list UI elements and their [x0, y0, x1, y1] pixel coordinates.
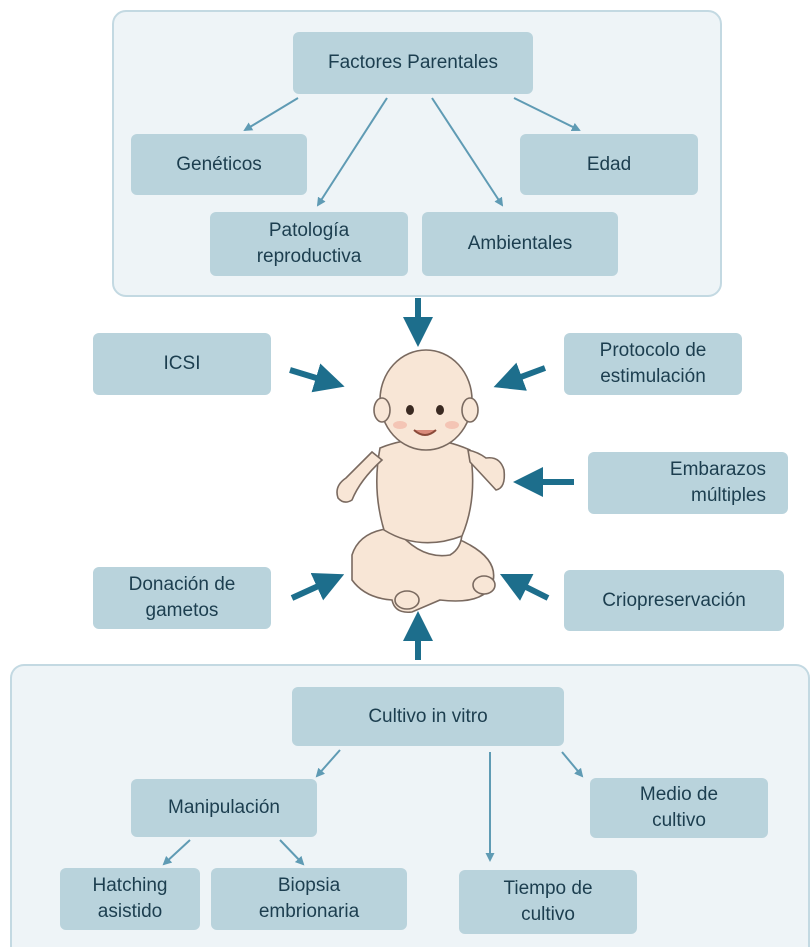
reproductive-pathology-box: Patología reproductiva	[210, 212, 408, 276]
manipulation-box: Manipulación	[131, 779, 317, 837]
cryopreservation-box: Criopreservación	[564, 570, 784, 631]
culture-medium-box: Medio de cultivo	[590, 778, 768, 838]
culture-time-box: Tiempo de cultivo	[459, 870, 637, 934]
embryo-biopsy-box: Biopsia embrionaria	[211, 868, 407, 930]
gamete-donation-box: Donación de gametos	[93, 567, 271, 629]
age-box: Edad	[520, 134, 698, 195]
icsi-box: ICSI	[93, 333, 271, 395]
in-vitro-culture-box: Cultivo in vitro	[292, 687, 564, 746]
stimulation-protocol-box: Protocolo de estimulación	[564, 333, 742, 395]
assisted-hatching-box: Hatching asistido	[60, 868, 200, 930]
multiple-pregnancies-box: Embarazos múltiples	[588, 452, 788, 514]
genetic-box: Genéticos	[131, 134, 307, 195]
parental-factors-box: Factores Parentales	[293, 32, 533, 94]
environmental-box: Ambientales	[422, 212, 618, 276]
